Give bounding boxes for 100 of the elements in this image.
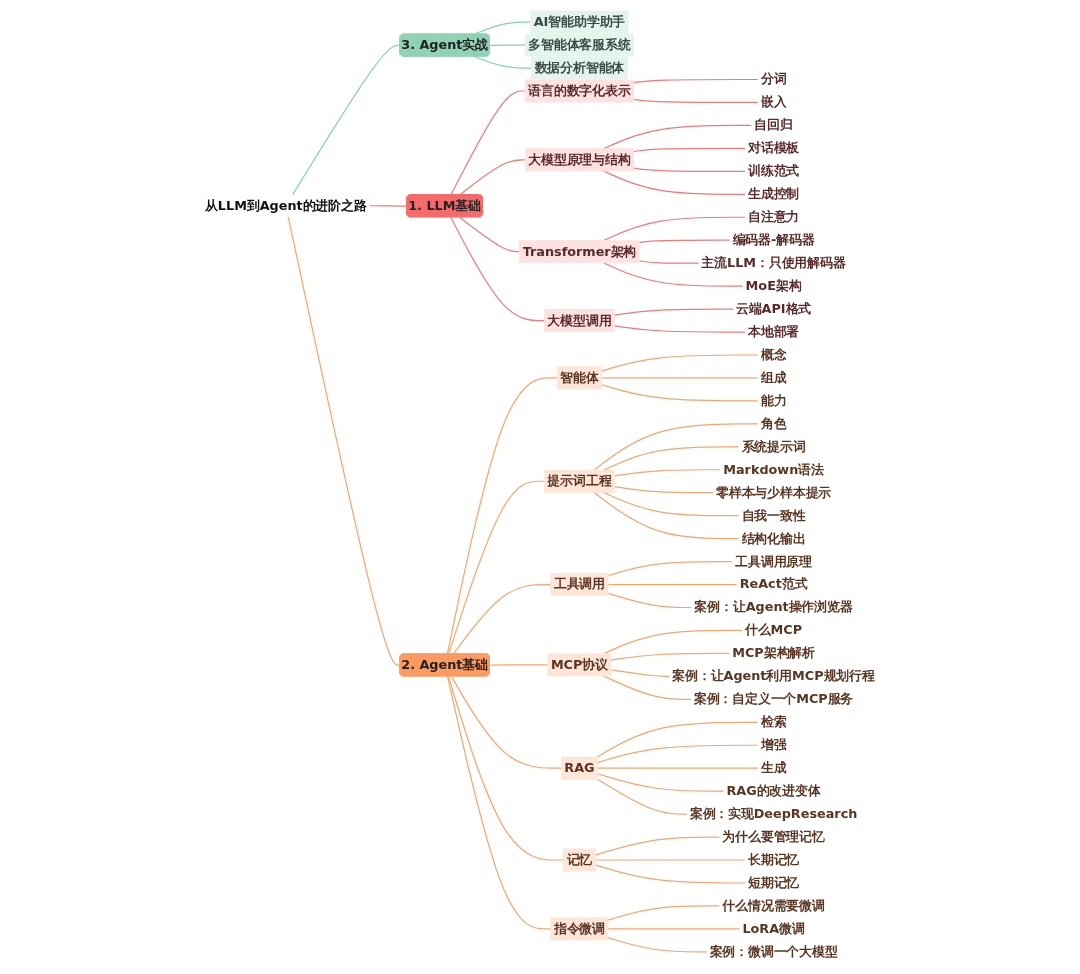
connector	[607, 583, 738, 586]
connector	[597, 767, 759, 769]
node-box	[563, 848, 596, 872]
connector	[287, 216, 401, 666]
connector	[459, 216, 521, 253]
connector	[446, 377, 558, 655]
connector	[489, 44, 526, 47]
connector	[594, 836, 721, 856]
connector	[450, 675, 562, 769]
connector	[603, 170, 746, 195]
connector	[603, 124, 753, 150]
node-text: 系统提示词	[741, 438, 806, 454]
node-text: 组成	[760, 369, 787, 385]
node-box	[544, 309, 615, 333]
connector	[633, 167, 746, 172]
node-text: 为什么要管理记忆	[722, 828, 825, 845]
connector	[610, 652, 730, 661]
connector	[601, 384, 759, 402]
connector	[607, 905, 721, 921]
node-box	[550, 573, 609, 597]
node-text: 零样本与少样本提示	[716, 484, 832, 500]
node-text: 案例：让Agent操作浏览器	[694, 599, 853, 615]
node-box	[524, 33, 635, 57]
connector	[597, 721, 759, 758]
connector	[603, 216, 746, 242]
node-box	[524, 148, 635, 172]
connector	[607, 937, 708, 953]
node-text: ReAct范式	[739, 576, 808, 592]
node-text: 自我一致性	[741, 507, 806, 523]
node-box	[556, 366, 603, 390]
node-box	[530, 10, 629, 34]
connector	[597, 773, 725, 792]
node-text: RAG的改进变体	[726, 783, 821, 799]
node-text: 概念	[760, 346, 787, 362]
connector	[452, 583, 552, 655]
node-text: MoE架构	[745, 278, 802, 294]
connector	[607, 561, 733, 577]
connector	[607, 928, 741, 930]
connector	[603, 491, 740, 517]
node-box	[519, 240, 640, 264]
connector	[638, 260, 700, 264]
node-text: 案例：实现DeepResearch	[689, 806, 858, 822]
node-text: 角色	[760, 415, 787, 431]
connector	[597, 744, 759, 764]
connector	[613, 325, 746, 333]
node-box	[547, 653, 612, 677]
node-text: 对话模板	[748, 140, 800, 156]
node-box	[531, 56, 628, 80]
connector	[292, 44, 401, 196]
node-text: 嵌入	[760, 94, 787, 110]
node-text: 自注意力	[748, 209, 800, 225]
connector	[450, 216, 546, 322]
connector	[489, 664, 549, 666]
node-text: MCP架构解析	[732, 645, 815, 661]
connector	[610, 669, 671, 677]
node-text: LoRA微调	[742, 920, 805, 936]
connector	[473, 55, 533, 69]
connector	[447, 675, 552, 930]
node-text: Markdown语法	[723, 461, 824, 477]
connector	[603, 262, 744, 287]
node-text: 生成控制	[748, 186, 800, 202]
connector	[593, 491, 740, 540]
node-text: 案例：自定义一个MCP服务	[693, 691, 854, 707]
node-text: 短期记忆	[748, 874, 800, 890]
node-text: 本地部署	[748, 323, 800, 340]
node-text: 云端API格式	[736, 301, 812, 317]
connector	[369, 205, 408, 207]
node-text: 自回归	[754, 117, 793, 133]
node-text: 能力	[760, 392, 787, 408]
node-box	[561, 756, 599, 780]
node-text: 案例：微调一个大模型	[709, 943, 838, 959]
node-text: 工具调用原理	[735, 553, 813, 569]
connector	[459, 159, 526, 196]
node-text: 从LLM到Agent的进阶之路	[205, 197, 367, 213]
connector	[638, 239, 731, 244]
connector	[593, 423, 759, 471]
connector	[633, 147, 746, 153]
node-text: 什么情况需要微调	[722, 897, 825, 913]
connector	[447, 675, 565, 861]
connector	[613, 486, 714, 494]
connector	[613, 469, 721, 477]
connector	[448, 480, 546, 655]
node-text: 什么MCP	[745, 622, 803, 638]
node-text: 主流LLM：只使用解码器	[701, 255, 846, 271]
node-text: 长期记忆	[748, 851, 800, 867]
connector	[601, 354, 759, 372]
node-text: 结构化输出	[741, 530, 806, 546]
connector	[633, 98, 759, 104]
connector	[607, 592, 693, 609]
node-text: 案例：让Agent利用MCP规划行程	[672, 668, 875, 684]
connector	[633, 78, 759, 84]
connector	[594, 859, 746, 861]
node-box	[524, 79, 635, 103]
node-text: 编码器-解码器	[732, 232, 815, 248]
connector	[603, 629, 743, 655]
node-text: 训练范式	[748, 163, 800, 179]
node-text: 增强	[760, 737, 787, 753]
connector	[613, 308, 734, 316]
node-text: 检索	[760, 714, 787, 730]
connector	[603, 446, 740, 471]
